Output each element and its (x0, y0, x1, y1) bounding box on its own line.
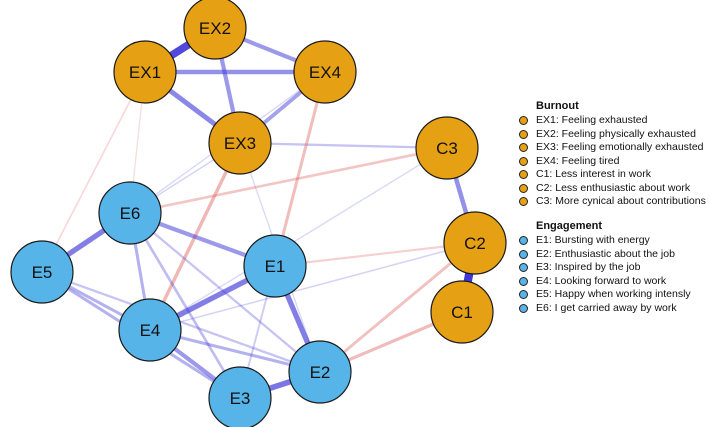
node-label: E3 (230, 389, 251, 408)
engagement-dot-icon (519, 276, 528, 286)
legend-label: E4: Looking forward to work (536, 274, 667, 287)
node-e1: E1 (243, 234, 307, 298)
burnout-dot-icon (519, 129, 528, 139)
edge-c3-e4 (149, 147, 448, 331)
node-circle (118, 298, 182, 362)
node-ex1: EX1 (113, 40, 177, 104)
legend-item-c1: C1: Less interest in work (518, 168, 706, 182)
node-label: C1 (451, 303, 473, 322)
burnout-legend-title: Burnout (536, 100, 579, 112)
legend-label: C1: Less interest in work (536, 168, 651, 180)
burnout-dot-icon (519, 143, 528, 153)
legend-label: C3: More cynical about contributions (536, 195, 706, 207)
engagement-dot-icon (519, 249, 528, 259)
node-label: E6 (120, 204, 141, 223)
burnout-dot-icon (519, 197, 528, 207)
legend-item-e1: E1: Bursting with energy (518, 234, 691, 248)
legend-item-ex1: EX1: Feeling exhausted (518, 114, 706, 128)
edge-c2-e4 (149, 242, 476, 331)
legend-item-ex2: EX2: Feeling physically exhausted (518, 128, 706, 142)
node-circle (113, 40, 177, 104)
edge-c2-e1 (273, 241, 477, 268)
legend-label: E1: Bursting with energy (536, 234, 650, 246)
engagement-dot-icon (519, 290, 528, 300)
engagement-dot-icon (519, 236, 528, 246)
legend-item-ex3: EX3: Feeling emotionally exhausted (518, 141, 706, 155)
engagement-legend: Engagement E1: Bursting with energy E2: … (518, 219, 691, 315)
node-c3: C3 (415, 116, 479, 180)
burnout-dot-icon (519, 156, 528, 166)
node-circle (293, 40, 357, 104)
burnout-dot-icon (519, 183, 528, 193)
node-circle (208, 111, 272, 175)
edge-ex3-c3 (238, 141, 449, 150)
node-circle (443, 211, 507, 275)
legend-label: E3: Inspired by the job (536, 261, 641, 273)
node-ex2: EX2 (183, 0, 247, 60)
node-ex4: EX4 (293, 40, 357, 104)
edge-e6-e3 (128, 211, 242, 400)
node-label: C3 (436, 139, 458, 158)
node-label: E1 (265, 257, 286, 276)
legend-item-e6: E6: I get carried away by work (518, 302, 691, 316)
legend-label: EX2: Feeling physically exhausted (536, 127, 696, 140)
node-circle (10, 240, 74, 304)
node-c1: C1 (430, 280, 494, 344)
node-e4: E4 (118, 298, 182, 362)
legend-label: EX1: Feeling exhausted (536, 114, 648, 126)
node-circle (208, 366, 272, 427)
node-e2: E2 (288, 340, 352, 404)
burnout-dot-icon (519, 116, 528, 126)
legend-label: C2: Less enthusiastic about work (536, 181, 691, 194)
legend-item-e2: E2: Enthusiastic about the job (518, 248, 691, 262)
legend-label: EX4: Feeling tired (536, 154, 620, 167)
node-circle (183, 0, 247, 60)
engagement-legend-title: Engagement (536, 220, 603, 232)
node-e3: E3 (208, 366, 272, 427)
node-e5: E5 (10, 240, 74, 304)
node-label: E2 (310, 363, 331, 382)
node-circle (430, 280, 494, 344)
legend-item-e3: E3: Inspired by the job (518, 261, 691, 275)
legend-label: E6: I get carried away by work (536, 301, 677, 314)
legend-label: E5: Happy when working intensly (536, 288, 691, 300)
edge-c3-e6 (128, 146, 449, 215)
node-label: EX4 (309, 63, 341, 82)
node-e6: E6 (98, 181, 162, 245)
node-label: E5 (32, 263, 53, 282)
burnout-dot-icon (519, 170, 528, 180)
node-label: EX3 (224, 134, 256, 153)
node-label: EX2 (199, 19, 231, 38)
edge-c2-e2 (318, 241, 477, 374)
engagement-dot-icon (519, 303, 528, 313)
node-ex3: EX3 (208, 111, 272, 175)
legend-label: EX3: Feeling emotionally exhausted (536, 141, 704, 153)
edge-e5-e2 (40, 270, 322, 374)
edge-ex1-e5 (41, 71, 146, 273)
node-label: C2 (464, 234, 486, 253)
edge-ex4-e1 (273, 70, 327, 268)
node-circle (415, 116, 479, 180)
engagement-dot-icon (519, 263, 528, 273)
legend-item-e4: E4: Looking forward to work (518, 275, 691, 289)
node-c2: C2 (443, 211, 507, 275)
legend-item-c3: C3: More cynical about contributions (518, 195, 706, 209)
legend-item-c2: C2: Less enthusiastic about work (518, 182, 706, 196)
node-label: EX1 (129, 63, 161, 82)
node-circle (98, 181, 162, 245)
legend-item-ex4: EX4: Feeling tired (518, 155, 706, 169)
node-circle (243, 234, 307, 298)
node-label: E4 (140, 321, 161, 340)
node-circle (288, 340, 352, 404)
burnout-legend: Burnout EX1: Feeling exhausted EX2: Feel… (518, 99, 706, 209)
legend-item-e5: E5: Happy when working intensly (518, 288, 691, 302)
legend-label: E2: Enthusiastic about the job (536, 247, 675, 260)
